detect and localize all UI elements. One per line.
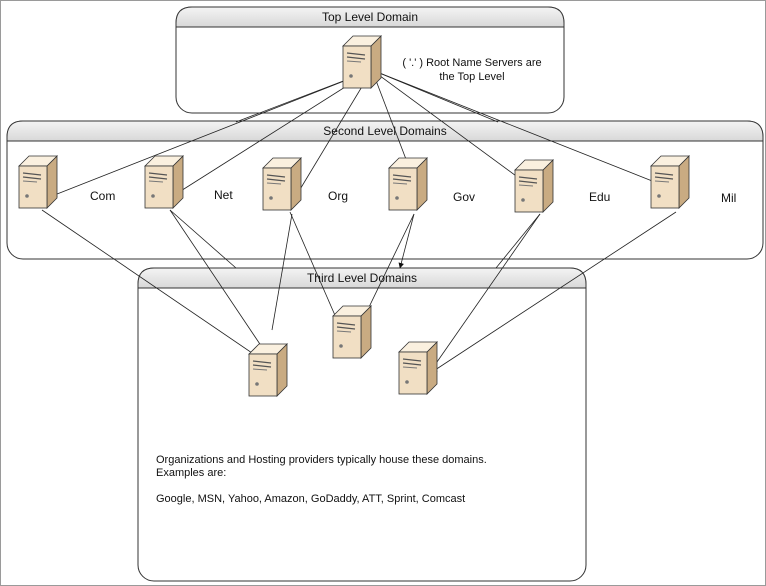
third-level-title: Third Level Domains [307,271,417,285]
sld-to-third-line-5 [271,213,293,331]
net-server-icon [144,155,184,209]
second-level-labels: Com Net Org Gov Edu Mil [90,188,736,205]
mil-server-icon [650,155,690,209]
root-to-sld-arrow-3 [295,69,373,197]
sld-to-third-line-8 [429,213,541,373]
third-level-panel: Third Level Domains [137,267,587,582]
sld-to-third-line-9 [495,213,541,269]
sld-to-third-line-1 [41,209,281,373]
second-level-title: Second Level Domains [323,124,446,138]
gov-server-icon [388,157,428,211]
root-note-line-2: the Top Level [439,71,505,83]
domain-label-mil: Mil [721,191,736,205]
root-to-sld-arrow-6 [371,69,681,193]
connector-lines [41,69,681,375]
edu-server-icon [514,159,554,213]
root-server-icon [342,35,382,89]
third-level-server-icon-3 [398,341,438,395]
third-level-server-icon-2 [332,305,372,359]
second-level-panel: Second Level Domains [6,120,764,260]
domain-label-org: Org [328,189,348,203]
domain-label-com: Com [90,189,115,203]
third-level-server-icon-1 [248,343,288,397]
sld-to-third-line-2 [169,209,237,269]
domain-label-net: Net [214,188,233,202]
top-level-title: Top Level Domain [322,10,418,24]
domain-label-edu: Edu [589,190,610,204]
org-server-icon [262,157,302,211]
third-note-line-3: Google, MSN, Yahoo, Amazon, GoDaddy, ATT… [156,493,466,505]
root-link-line-2 [371,69,499,123]
com-server-icon [18,155,58,209]
servers [18,35,690,397]
root-servers-note: ( '.' ) Root Name Servers are the Top Le… [392,56,552,84]
third-note-line-2: Examples are: [156,467,227,479]
root-note-line-1: ( '.' ) Root Name Servers are [402,57,542,69]
sld-to-third-line-10 [431,211,677,373]
root-to-sld-arrow-1 [51,69,373,197]
root-to-sld-arrow-2 [175,69,373,195]
sld-to-third-line-7 [398,213,415,269]
third-note-line-1: Organizations and Hosting providers typi… [156,454,487,466]
domain-label-gov: Gov [453,190,475,204]
third-level-note: Organizations and Hosting providers typi… [156,454,487,506]
